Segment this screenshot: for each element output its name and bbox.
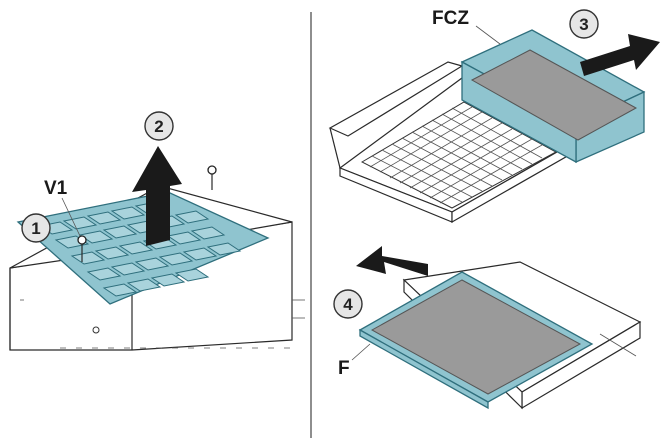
screw-v1-right — [207, 165, 217, 190]
right-top-panel: FCZ 3 — [328, 8, 660, 224]
step-circle-2: 2 — [144, 111, 174, 141]
v1-leader-line — [61, 197, 81, 237]
f-leader-line — [351, 343, 371, 361]
slide-out-left-arrow-icon — [356, 246, 428, 276]
lift-up-arrow-icon — [132, 146, 182, 246]
step-circle-4: 4 — [333, 289, 363, 319]
right-bottom-panel: F 4 — [333, 246, 642, 410]
filter-f — [358, 271, 594, 410]
svg-text:2: 2 — [154, 117, 163, 136]
label-fcz: FCZ — [432, 8, 469, 29]
step-circle-3: 3 — [569, 9, 599, 39]
slide-out-right-arrow-icon — [580, 34, 660, 76]
label-f: F — [338, 358, 350, 379]
left-panel: V1 2 1 — [9, 111, 305, 351]
top-filter-grille — [16, 191, 270, 305]
label-v1: V1 — [44, 178, 68, 199]
step-circle-1: 1 — [21, 213, 51, 243]
hood-ceiling-grille — [360, 101, 558, 209]
fcz-filter-cassette — [460, 29, 646, 164]
svg-text:1: 1 — [31, 219, 40, 238]
fcz-leader-line — [475, 25, 501, 45]
svg-text:4: 4 — [343, 295, 353, 314]
screw-v1-left — [77, 235, 87, 262]
svg-text:3: 3 — [579, 15, 588, 34]
